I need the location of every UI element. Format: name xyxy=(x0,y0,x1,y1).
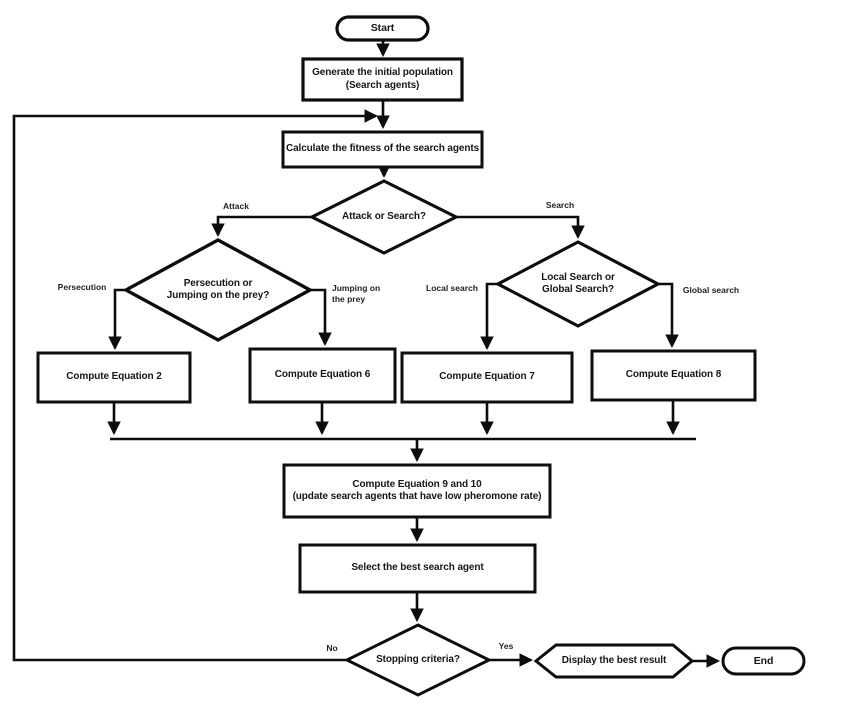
end-terminator-shape xyxy=(721,646,806,676)
local-or-global-label: Local Search or Global Search? xyxy=(498,262,658,306)
compute-eq8-label: Compute Equation 8 xyxy=(625,369,722,381)
end-label: End xyxy=(753,654,774,667)
generate-population-shape xyxy=(301,57,464,102)
edge-attack-branch xyxy=(211,215,312,238)
compute-eq6-shape xyxy=(248,347,397,404)
local-search-edge-label: Local search xyxy=(426,283,478,293)
persecution-or-jumping-label: Persecution or Jumping on the prey? xyxy=(126,268,310,312)
compute-eq8-shape xyxy=(590,349,757,402)
attack-or-search-label: Attack or Search? xyxy=(342,210,426,222)
search-edge-label: Search xyxy=(545,200,575,210)
start-terminator-shape xyxy=(335,15,430,42)
display-result-hexagon xyxy=(533,643,695,679)
local-global-line1: Local Search or xyxy=(541,271,615,283)
edge-search-branch xyxy=(456,215,585,240)
stopping-criteria-diamond xyxy=(343,623,493,697)
start-label: Start xyxy=(370,22,395,35)
compute-eq910-shape xyxy=(282,463,552,519)
no-edge-label: No xyxy=(326,643,338,653)
compute-eq7-shape xyxy=(400,351,574,404)
stopping-criteria-label: Stopping criteria? xyxy=(376,653,460,665)
generate-population-line1: Generate the initial population xyxy=(312,67,453,78)
jumping-edge-label: Jumping on the prey xyxy=(332,283,396,304)
compute-eq7-label: Compute Equation 7 xyxy=(439,371,535,383)
calculate-fitness-shape xyxy=(281,130,484,169)
attack-or-search-diamond xyxy=(308,179,460,255)
edge-global-search-branch xyxy=(658,282,679,349)
compute-eq910-line1: Compute Equation 9 and 10 xyxy=(352,478,482,490)
generate-population-line2: (Search agents) xyxy=(345,79,420,91)
select-best-shape xyxy=(298,543,537,594)
attack-edge-label: Attack xyxy=(223,201,249,211)
display-result-label: Display the best result xyxy=(561,654,667,666)
local-global-line2: Global Search? xyxy=(542,284,614,295)
generate-population-label: Generate the initial population (Search … xyxy=(303,59,462,100)
persecution-line1: Persecution or xyxy=(183,277,253,289)
yes-edge-label: Yes xyxy=(498,641,514,651)
global-search-edge-label: Global search xyxy=(682,285,740,295)
compute-eq2-shape xyxy=(36,351,192,404)
edge-no-feedback-loop xyxy=(12,109,379,662)
select-best-label: Select the best search agent xyxy=(351,562,484,574)
persecution-line2: Jumping on the prey? xyxy=(166,290,270,301)
calculate-fitness-label: Calculate the fitness of the search agen… xyxy=(285,143,480,155)
jumping-edge-line2: the prey xyxy=(332,293,366,304)
persecution-or-jumping-diamond xyxy=(122,238,314,342)
persecution-edge-label: Persecution xyxy=(57,282,107,292)
jumping-edge-line1: Jumping on xyxy=(332,283,381,293)
local-or-global-diamond xyxy=(494,240,662,328)
compute-eq910-label: Compute Equation 9 and 10 (update search… xyxy=(284,465,550,517)
compute-eq910-line2: (update search agents that have low pher… xyxy=(292,491,542,502)
edge-jumping-branch xyxy=(310,288,332,347)
compute-eq2-label: Compute Equation 2 xyxy=(66,371,162,383)
edge-local-search-branch xyxy=(480,282,498,351)
compute-eq6-label: Compute Equation 6 xyxy=(274,369,371,381)
edge-persecution-branch xyxy=(108,288,126,351)
